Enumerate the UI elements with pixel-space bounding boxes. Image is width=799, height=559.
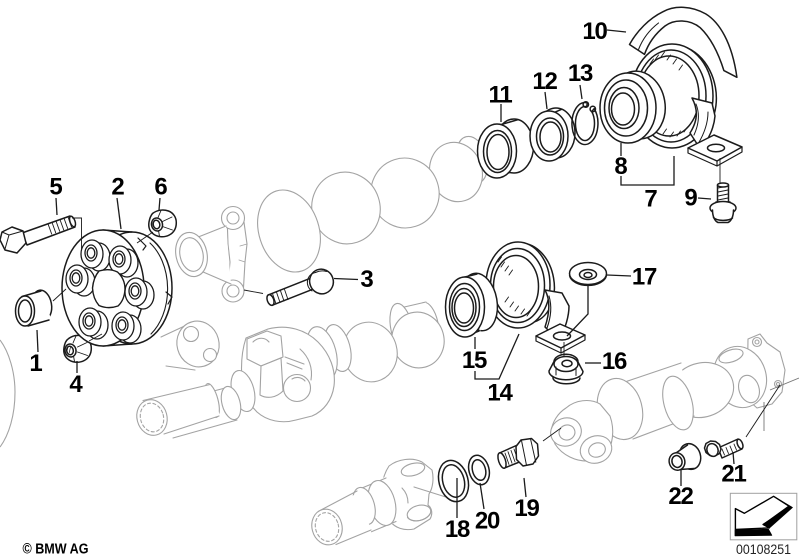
svg-text:11: 11	[489, 82, 513, 109]
svg-text:1: 1	[29, 350, 42, 377]
svg-text:13: 13	[568, 60, 593, 87]
svg-text:16: 16	[602, 348, 627, 375]
svg-text:8: 8	[614, 153, 627, 180]
svg-text:7: 7	[644, 186, 657, 213]
svg-text:14: 14	[487, 380, 513, 407]
svg-text:20: 20	[475, 508, 500, 535]
svg-text:19: 19	[514, 495, 539, 522]
svg-text:5: 5	[49, 174, 62, 201]
svg-text:15: 15	[462, 347, 487, 374]
svg-text:2: 2	[111, 174, 124, 201]
svg-text:17: 17	[632, 264, 657, 291]
svg-text:10: 10	[582, 18, 607, 45]
svg-text:6: 6	[154, 174, 167, 201]
svg-text:22: 22	[668, 483, 693, 510]
svg-text:18: 18	[445, 516, 470, 543]
svg-text:9: 9	[684, 185, 697, 212]
svg-text:12: 12	[532, 68, 557, 95]
svg-text:4: 4	[69, 371, 83, 398]
svg-text:21: 21	[721, 461, 746, 488]
svg-text:© BMW AG: © BMW AG	[23, 542, 89, 558]
svg-text:00108251: 00108251	[736, 541, 791, 557]
svg-text:3: 3	[360, 266, 373, 293]
